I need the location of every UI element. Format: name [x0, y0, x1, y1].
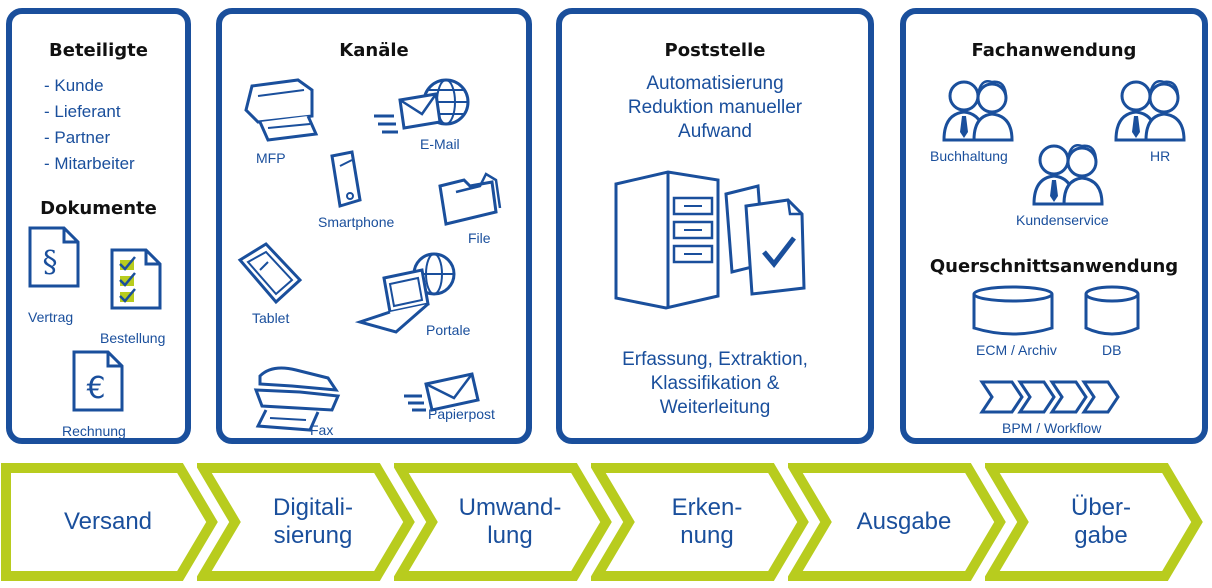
label-db: DB [1102, 342, 1122, 358]
db-database-icon [1082, 284, 1142, 338]
process-label-ausgabe: Ausgabe [856, 508, 952, 535]
chevron-shape [1, 463, 218, 581]
label-papierpost: Papierpost [428, 406, 495, 422]
process-label-umwandlung: Umwand-lung [458, 494, 562, 549]
chevron-shape [197, 463, 415, 581]
process-step-ausgabe: Ausgabe [788, 462, 1014, 582]
panel-poststelle: Poststelle Automatisierung Reduktion man… [556, 8, 874, 444]
printer-icon [238, 76, 326, 146]
order-doc-icon [108, 246, 164, 312]
label-ecm-archiv: ECM / Archiv [976, 342, 1057, 358]
label-rechnung: Rechnung [62, 423, 126, 439]
process-step-digitalisierung: Digitali-sierung [197, 462, 423, 582]
poststelle-top-line-3: Aufwand [678, 121, 752, 142]
tablet-icon [234, 240, 306, 308]
heading-querschnittsanwendung: Querschnittsanwendung [929, 256, 1179, 277]
folder-icon [434, 168, 504, 230]
process-label-digitalisierung: Digitali-sierung [272, 494, 353, 549]
panel-fachanwendung: Fachanwendung Buchhaltung HR Kundenservi… [900, 8, 1208, 444]
label-hr: HR [1150, 148, 1171, 164]
workflow-arrows-icon [978, 376, 1138, 418]
process-step-erkennung: Erken-nung [591, 462, 817, 582]
process-label-uebergabe: Über-gabe [1070, 494, 1131, 549]
process-step-versand: Versand [0, 462, 226, 582]
label-tablet: Tablet [252, 310, 290, 326]
heading-poststelle: Poststelle [664, 40, 766, 61]
process-step-umwandlung: Umwand-lung [394, 462, 620, 582]
process-step-uebergabe: Über-gabe [985, 462, 1211, 582]
poststelle-top-line-1: Automatisierung [646, 73, 784, 94]
heading-dokumente: Dokumente [40, 198, 157, 219]
people-buchhaltung-icon [934, 74, 1020, 148]
chevron-shape [591, 463, 809, 581]
item-kunde: - Kunde [44, 76, 104, 95]
email-globe-icon [370, 72, 480, 142]
label-email: E-Mail [420, 136, 460, 152]
chevron-shape [394, 463, 612, 581]
item-partner: - Partner [44, 128, 111, 147]
laptop-globe-icon [346, 252, 476, 336]
label-file: File [468, 230, 491, 246]
smartphone-icon [326, 148, 366, 210]
poststelle-bottom-line-1: Erfassung, Extraktion, [622, 349, 808, 370]
heading-kanaele: Kanäle [339, 40, 409, 61]
invoice-doc-icon: € [70, 348, 126, 414]
process-label-versand: Versand [63, 508, 153, 535]
process-label-erkennung: Erken-nung [671, 494, 743, 549]
label-kundenservice: Kundenservice [1016, 212, 1109, 228]
chevron-shape [985, 463, 1203, 581]
label-bpm-workflow: BPM / Workflow [1002, 420, 1102, 436]
label-portale: Portale [426, 322, 471, 338]
label-smartphone: Smartphone [318, 214, 395, 230]
ecm-database-icon [970, 284, 1056, 338]
chevron-shape [788, 463, 1006, 581]
label-fax: Fax [310, 422, 334, 438]
label-buchhaltung: Buchhaltung [930, 148, 1008, 164]
fax-icon [252, 362, 342, 432]
letter-icon [402, 370, 482, 414]
label-vertrag: Vertrag [28, 309, 74, 325]
svg-text:§: § [43, 245, 58, 280]
scanner-documents-icon [608, 164, 828, 314]
heading-beteiligte: Beteiligte [49, 40, 148, 61]
poststelle-bottom-line-2: Klassifikation & [650, 373, 780, 394]
label-mfp: MFP [256, 150, 286, 166]
contract-doc-icon: § [26, 224, 82, 290]
panel-kanaele: Kanäle MFP E-Mail Smartphone File Tablet… [216, 8, 532, 444]
label-bestellung: Bestellung [100, 330, 166, 346]
heading-fachanwendung: Fachanwendung [971, 40, 1137, 61]
svg-text:€: € [86, 371, 105, 406]
item-lieferant: - Lieferant [44, 102, 121, 121]
item-mitarbeiter: - Mitarbeiter [44, 154, 135, 173]
poststelle-top-line-2: Reduktion manueller [627, 97, 803, 118]
poststelle-bottom-line-3: Weiterleitung [659, 397, 771, 418]
people-hr-icon [1106, 74, 1192, 148]
panel-beteiligte: Beteiligte - Kunde - Lieferant - Partner… [6, 8, 191, 444]
people-kundenservice-icon [1024, 138, 1110, 212]
